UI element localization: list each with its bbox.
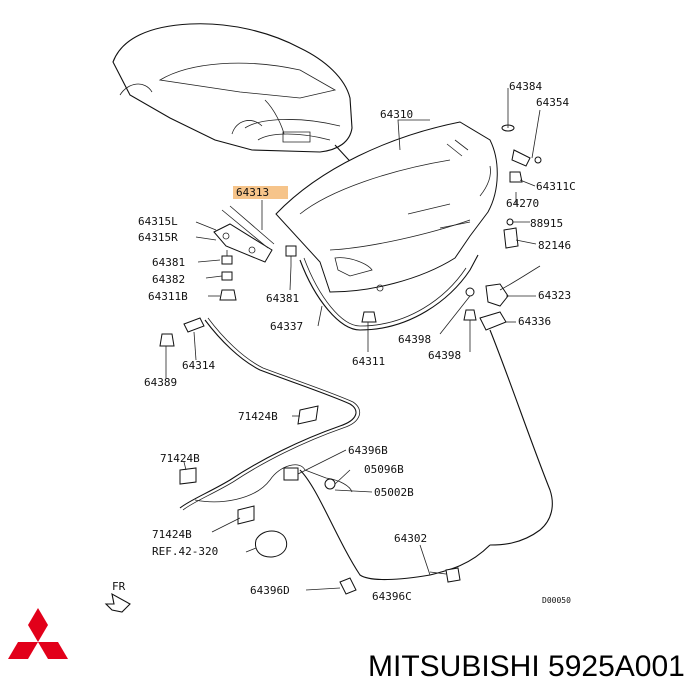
- diagram-code: D00050: [542, 596, 571, 605]
- latch-82146: [503, 227, 519, 249]
- label-05096b: 05096B: [364, 463, 404, 476]
- release-cable: [179, 317, 553, 581]
- bumper-64311: [361, 311, 377, 323]
- label-71424b-top: 71424B: [238, 410, 278, 423]
- bumper-64382: [221, 271, 233, 281]
- label-64323: 64323: [538, 289, 571, 302]
- clip-64396b: [283, 467, 299, 481]
- label-64382: 64382: [152, 273, 185, 286]
- handle-64389: [159, 333, 175, 347]
- label-64384: 64384: [509, 80, 542, 93]
- label-05002b: 05002B: [374, 486, 414, 499]
- label-64336: 64336: [518, 315, 551, 328]
- label-64310: 64310: [380, 108, 413, 121]
- label-64396d: 64396D: [250, 584, 290, 597]
- label-64270: 64270: [506, 197, 539, 210]
- label-64381-right: 64381: [266, 292, 299, 305]
- mitsubishi-logo-icon: [8, 608, 68, 659]
- label-64311b: 64311B: [148, 290, 188, 303]
- label-64398-b: 64398: [428, 349, 461, 362]
- label-64315r: 64315R: [138, 231, 178, 244]
- label-64311c: 64311C: [536, 180, 576, 193]
- label-64398-a: 64398: [398, 333, 431, 346]
- bumper-64311c: [509, 171, 523, 183]
- bracket-64354: [511, 149, 542, 167]
- part-number-title: MITSUBISHI 5925A001: [368, 650, 685, 683]
- clip-71424b-bottom: [237, 505, 255, 525]
- label-88915: 88915: [530, 217, 563, 230]
- front-arrow-icon: [104, 592, 131, 613]
- cable-64336: [479, 311, 507, 331]
- label-ref-42-320: REF.42-320: [152, 545, 218, 558]
- bolt-64314: [183, 317, 205, 333]
- label-64302: 64302: [394, 532, 427, 545]
- label-64314: 64314: [182, 359, 215, 372]
- weatherstrip-64337: [299, 254, 479, 331]
- label-71424b-mid: 71424B: [160, 452, 200, 465]
- clip-64398-a: [465, 287, 475, 297]
- label-fr: FR: [112, 580, 126, 593]
- label-64311: 64311: [352, 355, 385, 368]
- label-64381-left: 64381: [152, 256, 185, 269]
- label-64337: 64337: [270, 320, 303, 333]
- leader-lines: [165, 88, 541, 591]
- label-highlight: [233, 186, 288, 199]
- label-64396c: 64396C: [372, 590, 412, 603]
- fuel-lid-ref: [255, 530, 288, 558]
- clip-64396d: [339, 577, 357, 595]
- bolt-05096b: [324, 478, 336, 490]
- label-71424b-bottom: 71424B: [152, 528, 192, 541]
- label-64396b: 64396B: [348, 444, 388, 457]
- clip-64398-b: [463, 309, 477, 321]
- callout-labels: 64384 64354 64310 64311C 64270 88915 821…: [112, 80, 576, 605]
- label-64354: 64354: [536, 96, 569, 109]
- bumper-64311b: [219, 289, 237, 301]
- fastener-64381-left: [221, 250, 233, 265]
- label-64313: 64313: [236, 186, 269, 199]
- clip-71424b-mid: [179, 467, 197, 485]
- latch-64323: [485, 265, 541, 307]
- clip-64396c: [445, 567, 461, 583]
- clip-71424b-top: [297, 405, 319, 425]
- trunk-lid-64310: [275, 121, 498, 293]
- car-overview-illustration: [112, 23, 362, 172]
- hinge-64315: [213, 205, 275, 263]
- label-64389: 64389: [144, 376, 177, 389]
- label-64315l: 64315L: [138, 215, 178, 228]
- fastener-64381-right: [285, 245, 297, 266]
- label-82146: 82146: [538, 239, 571, 252]
